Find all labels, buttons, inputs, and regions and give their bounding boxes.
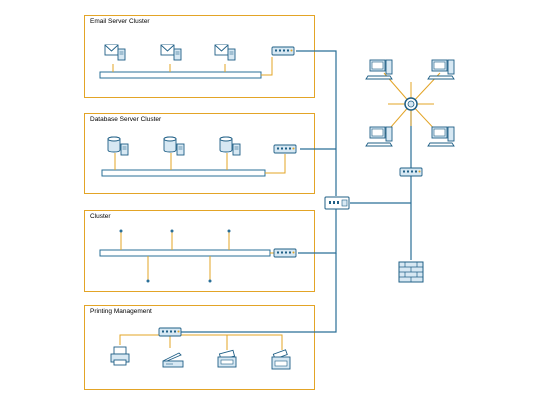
cluster-node-icon xyxy=(170,229,174,233)
switch-icon xyxy=(273,248,297,258)
cluster-box xyxy=(84,210,315,292)
printing-management-box xyxy=(84,305,315,390)
cluster-node-icon xyxy=(146,279,150,283)
workstation-icon xyxy=(365,59,393,80)
email-server-cluster-box xyxy=(84,15,315,98)
email-ethernet-bus xyxy=(99,71,262,79)
switch-icon xyxy=(273,144,297,154)
database-ethernet-bus xyxy=(101,169,266,177)
email-server-icon xyxy=(214,44,236,61)
scanner-icon xyxy=(162,352,184,368)
printing-management-title: Printing Management xyxy=(90,308,152,315)
fax-icon xyxy=(217,349,237,368)
cluster-node-icon xyxy=(208,279,212,283)
switch-icon xyxy=(158,327,182,337)
workstation-icon xyxy=(427,59,455,80)
switch-icon xyxy=(271,46,295,56)
workstation-icon xyxy=(427,126,455,147)
backbone-printing-link xyxy=(181,253,337,333)
backbone-email-link xyxy=(296,50,337,196)
email-server-cluster-title: Email Server Cluster xyxy=(90,18,150,25)
copier-icon xyxy=(271,349,291,370)
database-server-icon xyxy=(163,136,185,156)
printer-icon xyxy=(110,346,130,366)
cluster-title: Cluster xyxy=(90,213,111,220)
database-server-cluster-box xyxy=(84,113,315,194)
database-server-icon xyxy=(219,136,241,156)
workstation-icon xyxy=(365,126,393,147)
cluster-ethernet-bus xyxy=(99,249,271,257)
core-switch-icon xyxy=(324,196,350,210)
email-server-icon xyxy=(104,44,126,61)
cluster-node-icon xyxy=(227,229,231,233)
switch-icon xyxy=(399,167,423,177)
database-server-icon xyxy=(107,136,129,156)
email-server-icon xyxy=(160,44,182,61)
database-server-cluster-title: Database Server Cluster xyxy=(90,116,162,123)
cluster-node-icon xyxy=(119,229,123,233)
firewall-icon xyxy=(398,261,424,283)
backbone-cluster-link xyxy=(298,207,337,254)
